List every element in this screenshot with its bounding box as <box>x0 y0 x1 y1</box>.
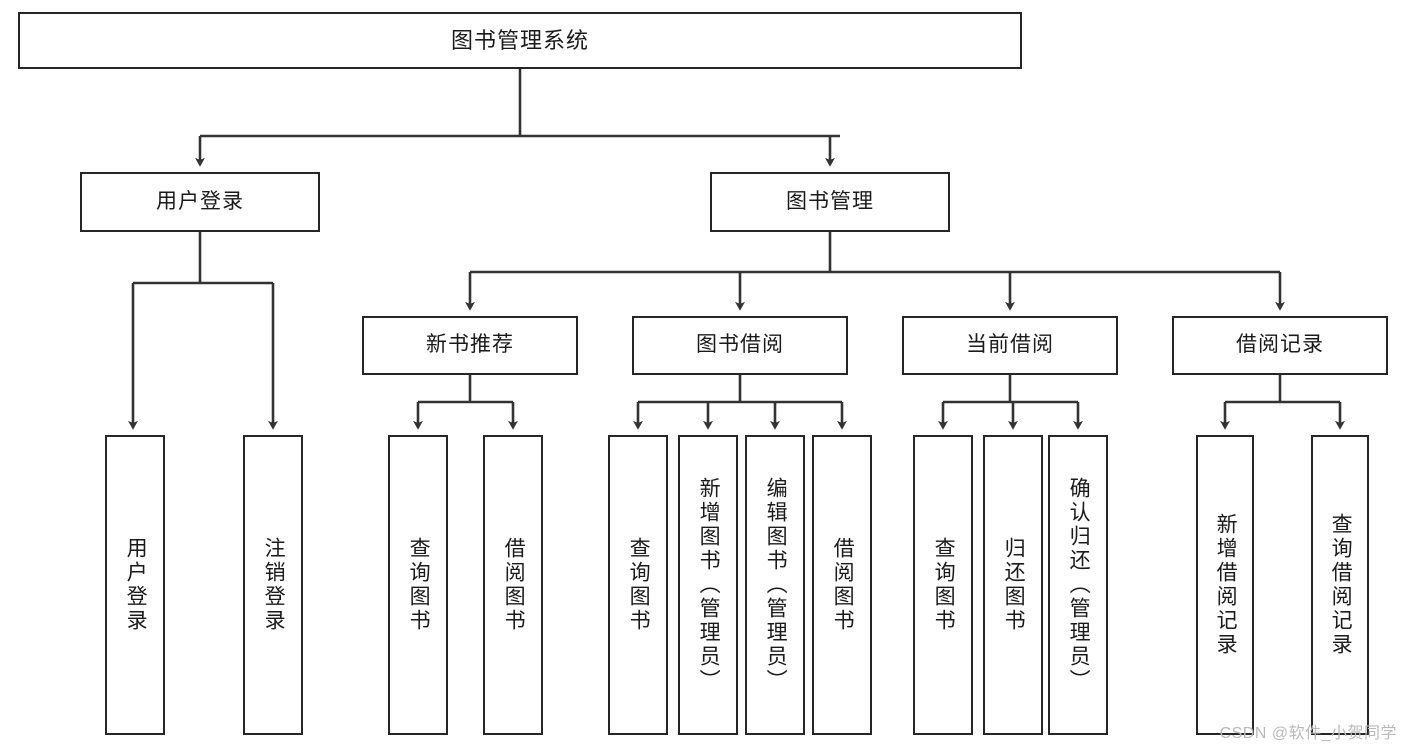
leaf-return-book[interactable]: 归还图书 <box>983 435 1043 735</box>
leaf-confirm-return-label: 确认归还（管理员） <box>1067 477 1091 693</box>
csdn-watermark: CSDN @软件_小贺同学 <box>1219 725 1397 742</box>
node-new-book-recommend-label: 新书推荐 <box>426 333 514 357</box>
leaf-borrow-book-2[interactable]: 借阅图书 <box>812 435 872 735</box>
leaf-borrow-book-1[interactable]: 借阅图书 <box>483 435 543 735</box>
leaf-user-login[interactable]: 用户登录 <box>105 435 165 735</box>
leaf-query-book-3-label: 查询图书 <box>932 537 956 633</box>
node-current-borrow-label: 当前借阅 <box>966 333 1054 357</box>
node-root[interactable]: 图书管理系统 <box>18 12 1022 69</box>
leaf-add-book[interactable]: 新增图书（管理员） <box>678 435 738 735</box>
node-book-manage[interactable]: 图书管理 <box>710 172 950 232</box>
node-borrow-record[interactable]: 借阅记录 <box>1172 316 1388 375</box>
node-new-book-recommend[interactable]: 新书推荐 <box>362 316 578 375</box>
node-root-label: 图书管理系统 <box>450 27 589 53</box>
leaf-edit-book[interactable]: 编辑图书（管理员） <box>745 435 805 735</box>
leaf-query-book-2[interactable]: 查询图书 <box>608 435 668 735</box>
node-borrow-record-label: 借阅记录 <box>1236 333 1324 357</box>
node-user-login-label: 用户登录 <box>156 189 244 213</box>
leaf-borrow-book-1-label: 借阅图书 <box>502 537 526 633</box>
leaf-query-book-1-label: 查询图书 <box>407 537 431 633</box>
node-book-borrow-label: 图书借阅 <box>696 333 784 357</box>
leaf-user-login-label: 用户登录 <box>124 537 148 633</box>
leaf-add-record[interactable]: 新增借阅记录 <box>1196 435 1254 735</box>
node-book-borrow[interactable]: 图书借阅 <box>632 316 848 375</box>
node-book-manage-label: 图书管理 <box>786 189 874 213</box>
leaf-query-book-3[interactable]: 查询图书 <box>913 435 973 735</box>
leaf-add-book-label: 新增图书（管理员） <box>697 477 721 693</box>
leaf-query-book-1[interactable]: 查询图书 <box>388 435 448 735</box>
leaf-logout[interactable]: 注销登录 <box>243 435 303 735</box>
node-user-login[interactable]: 用户登录 <box>80 172 320 232</box>
leaf-edit-book-label: 编辑图书（管理员） <box>764 477 788 693</box>
node-current-borrow[interactable]: 当前借阅 <box>902 316 1118 375</box>
leaf-query-book-2-label: 查询图书 <box>627 537 651 633</box>
leaf-logout-label: 注销登录 <box>262 537 286 633</box>
leaf-add-record-label: 新增借阅记录 <box>1214 513 1238 657</box>
leaf-query-record-label: 查询借阅记录 <box>1329 513 1353 657</box>
leaf-query-record[interactable]: 查询借阅记录 <box>1311 435 1369 735</box>
leaf-borrow-book-2-label: 借阅图书 <box>831 537 855 633</box>
leaf-confirm-return[interactable]: 确认归还（管理员） <box>1048 435 1108 735</box>
leaf-return-book-label: 归还图书 <box>1002 537 1026 633</box>
